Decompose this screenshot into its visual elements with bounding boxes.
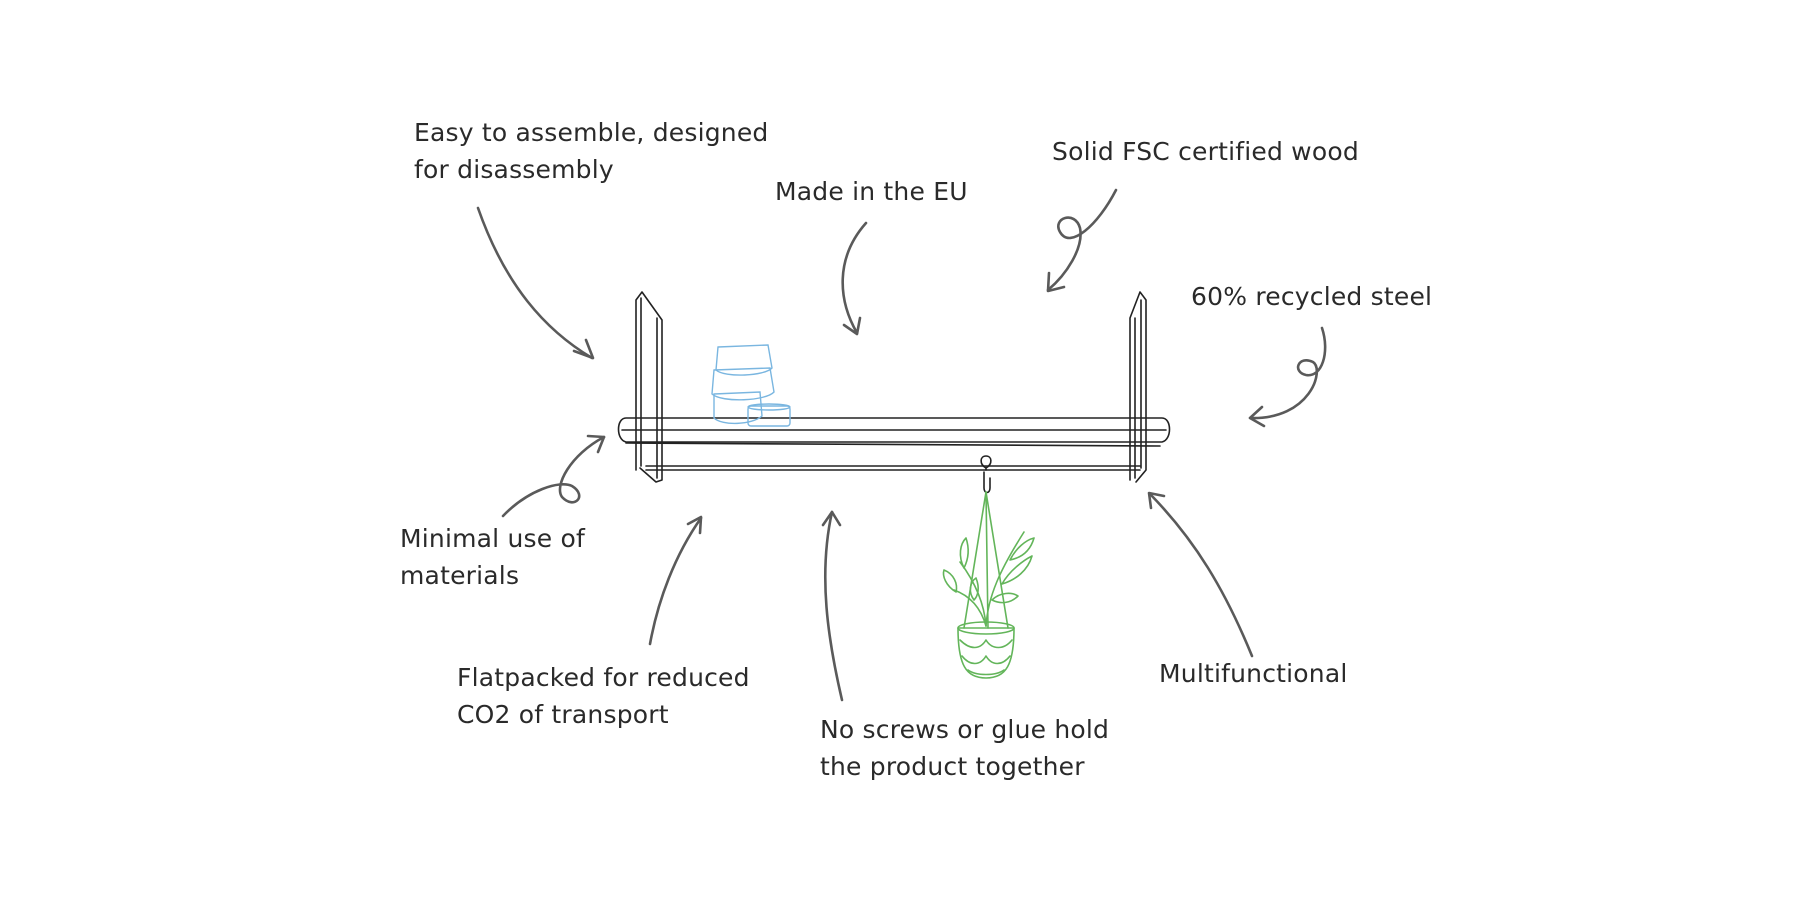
arrows xyxy=(476,188,1327,702)
hanging-plant xyxy=(942,491,1035,679)
label-flatpacked: Flatpacked for reduced CO2 of transport xyxy=(457,659,750,733)
label-easy-assemble-line-1: Easy to assemble, designed xyxy=(414,118,769,147)
arrow-steel xyxy=(1248,326,1327,428)
arrow-screws xyxy=(821,510,844,702)
bowls-stack xyxy=(711,344,791,427)
label-fsc-wood: Solid FSC certified wood xyxy=(1052,133,1359,170)
label-flatpacked-line-2: CO2 of transport xyxy=(457,700,669,729)
arrow-eu xyxy=(841,221,868,336)
label-minimal-materials-line-2: materials xyxy=(400,561,520,590)
arrow-assemble xyxy=(476,206,595,360)
label-recycled-steel: 60% recycled steel xyxy=(1191,278,1432,315)
arrow-wood xyxy=(1046,188,1118,293)
label-made-in-eu-line-1: Made in the EU xyxy=(775,177,968,206)
label-recycled-steel-line-1: 60% recycled steel xyxy=(1191,282,1433,311)
label-easy-assemble: Easy to assemble, designed for disassemb… xyxy=(414,114,769,188)
label-minimal-materials-line-1: Minimal use of xyxy=(400,524,585,553)
label-fsc-wood-line-1: Solid FSC certified wood xyxy=(1052,137,1359,166)
label-made-in-eu: Made in the EU xyxy=(775,173,968,210)
label-no-screws: No screws or glue hold the product toget… xyxy=(820,711,1109,785)
label-easy-assemble-line-2: for disassembly xyxy=(414,155,614,184)
shelf-frame xyxy=(617,291,1171,494)
label-minimal-materials: Minimal use of materials xyxy=(400,520,585,594)
label-no-screws-line-1: No screws or glue hold xyxy=(820,715,1110,744)
label-no-screws-line-2: the product together xyxy=(820,752,1085,781)
arrow-multi xyxy=(1147,491,1254,658)
label-flatpacked-line-1: Flatpacked for reduced xyxy=(457,663,750,692)
arrow-minimal xyxy=(501,434,606,518)
label-multifunctional-line-1: Multifunctional xyxy=(1159,659,1348,688)
label-multifunctional: Multifunctional xyxy=(1159,655,1348,692)
arrow-flatpack xyxy=(648,515,703,646)
